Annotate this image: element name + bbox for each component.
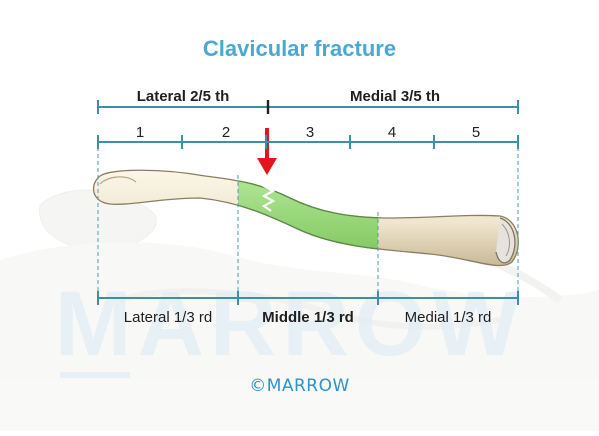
medial-three-fifths-label: Medial 3/5 th (350, 88, 440, 105)
copyright-mark: ©MARROW (249, 376, 350, 396)
lateral-two-fifths-label: Lateral 2/5 th (137, 88, 230, 105)
segment-label-3: 3 (306, 124, 314, 141)
segment-label-5: 5 (472, 124, 480, 141)
watermark-text: MARROW (55, 273, 525, 375)
fracture-line (261, 175, 276, 212)
guide-lines (97, 140, 519, 298)
watermark-underline (60, 372, 130, 378)
medial-third-label: Medial 1/3 rd (405, 309, 492, 326)
segment-label-4: 4 (388, 124, 396, 141)
lateral-third-label: Lateral 1/3 rd (124, 309, 212, 326)
bottom-scale (97, 291, 519, 305)
segment-label-2: 2 (222, 124, 230, 141)
top-scale (97, 100, 519, 114)
segment-scale (97, 135, 519, 149)
diagram-title: Clavicular fracture (202, 36, 397, 61)
middle-third-label: Middle 1/3 rd (262, 309, 354, 326)
clavicle-bone (92, 169, 519, 267)
segment-label-1: 1 (136, 124, 144, 141)
